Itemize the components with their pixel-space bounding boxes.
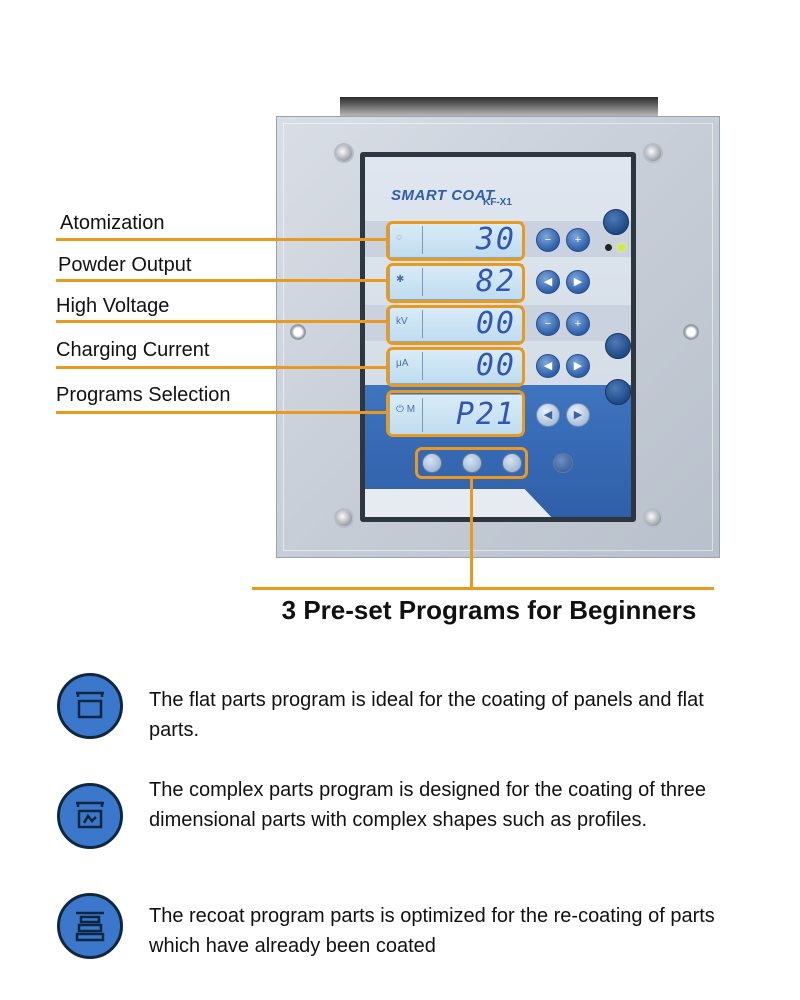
program-next-button[interactable]: ▶ (566, 403, 590, 427)
front-panel: SMART COAT KF-X1 ◌ 30 ✱ 82 kV 00 μA 00 ⏻… (365, 157, 631, 517)
brand-logo: SMART COAT (391, 187, 495, 204)
lcd-charging-current: μA 00 (389, 348, 523, 384)
side-power-button[interactable] (605, 379, 631, 405)
powder-increase-button[interactable]: ▶ (566, 270, 590, 294)
screw-top-right (645, 145, 661, 161)
device-top-edge (340, 97, 658, 119)
mounting-hole-left (290, 324, 306, 340)
current-increase-button[interactable]: ▶ (566, 354, 590, 378)
program-item-flat: The flat parts program is ideal for the … (0, 673, 800, 763)
program-previous-button[interactable]: ◀ (536, 403, 560, 427)
kv-unit: kV (396, 316, 408, 327)
lcd-program: ⏻ M P21 (389, 394, 523, 436)
screw-top-left (336, 145, 352, 161)
leader-line (56, 411, 388, 414)
powder-output-value: 82 (475, 264, 516, 299)
highlight-high-voltage (386, 305, 525, 345)
screw-bottom-left (336, 510, 352, 526)
complex-parts-icon (57, 783, 123, 849)
atomization-increase-button[interactable]: + (566, 228, 590, 252)
voltage-decrease-button[interactable]: − (536, 312, 560, 336)
status-led-on (618, 244, 625, 251)
highlight-programs-selection (386, 390, 525, 437)
mounting-hole-right (683, 324, 699, 340)
power-mode-icon: ⏻ M (396, 404, 416, 415)
program-description: The recoat program parts is optimized fo… (149, 905, 715, 957)
flat-parts-program-button[interactable] (422, 453, 442, 473)
program-description: The flat parts program is ideal for the … (149, 689, 704, 741)
program-item-recoat: The recoat program parts is optimized fo… (0, 893, 800, 983)
leader-line (56, 238, 388, 241)
current-decrease-button[interactable]: ◀ (536, 354, 560, 378)
highlight-preset-buttons (415, 447, 528, 479)
program-description: The complex parts program is designed fo… (149, 779, 706, 831)
powder-decrease-button[interactable]: ◀ (536, 270, 560, 294)
highlight-charging-current (386, 347, 525, 387)
atomization-decrease-button[interactable]: − (536, 228, 560, 252)
status-led-off (605, 244, 612, 251)
program-confirm-button[interactable] (553, 453, 573, 473)
model-label: KF-X1 (483, 197, 512, 208)
mode-button[interactable] (603, 209, 629, 235)
screw-bottom-right (645, 510, 661, 526)
voltage-increase-button[interactable]: + (566, 312, 590, 336)
callout-charging-current: Charging Current (56, 339, 210, 361)
callout-atomization: Atomization (60, 212, 165, 234)
callout-high-voltage: High Voltage (56, 295, 170, 317)
high-voltage-value: 00 (475, 306, 516, 341)
program-value: P21 (455, 397, 516, 432)
highlight-powder-output (386, 263, 525, 303)
complex-parts-program-button[interactable] (462, 453, 482, 473)
panel-bottom-strip (365, 489, 552, 517)
charging-current-value: 00 (475, 348, 516, 383)
leader-line (56, 366, 388, 369)
powder-icon: ✱ (396, 274, 405, 285)
leader-line (56, 320, 388, 323)
ua-unit: μA (396, 358, 409, 369)
recoat-program-button[interactable] (502, 453, 522, 473)
leader-line-vertical (470, 478, 473, 588)
recoat-icon (57, 893, 123, 959)
atomization-icon: ◌ (396, 232, 402, 243)
section-heading: 3 Pre-set Programs for Beginners (281, 595, 697, 625)
atomization-value: 30 (475, 222, 516, 257)
leader-line (56, 279, 388, 282)
callout-programs-selection: Programs Selection (56, 384, 231, 406)
heading-rule (252, 587, 714, 590)
side-function-button[interactable] (605, 333, 631, 359)
highlight-atomization (386, 221, 525, 261)
flat-parts-icon (57, 673, 123, 739)
callout-powder-output: Powder Output (58, 254, 192, 276)
program-item-complex: The complex parts program is designed fo… (0, 779, 800, 873)
